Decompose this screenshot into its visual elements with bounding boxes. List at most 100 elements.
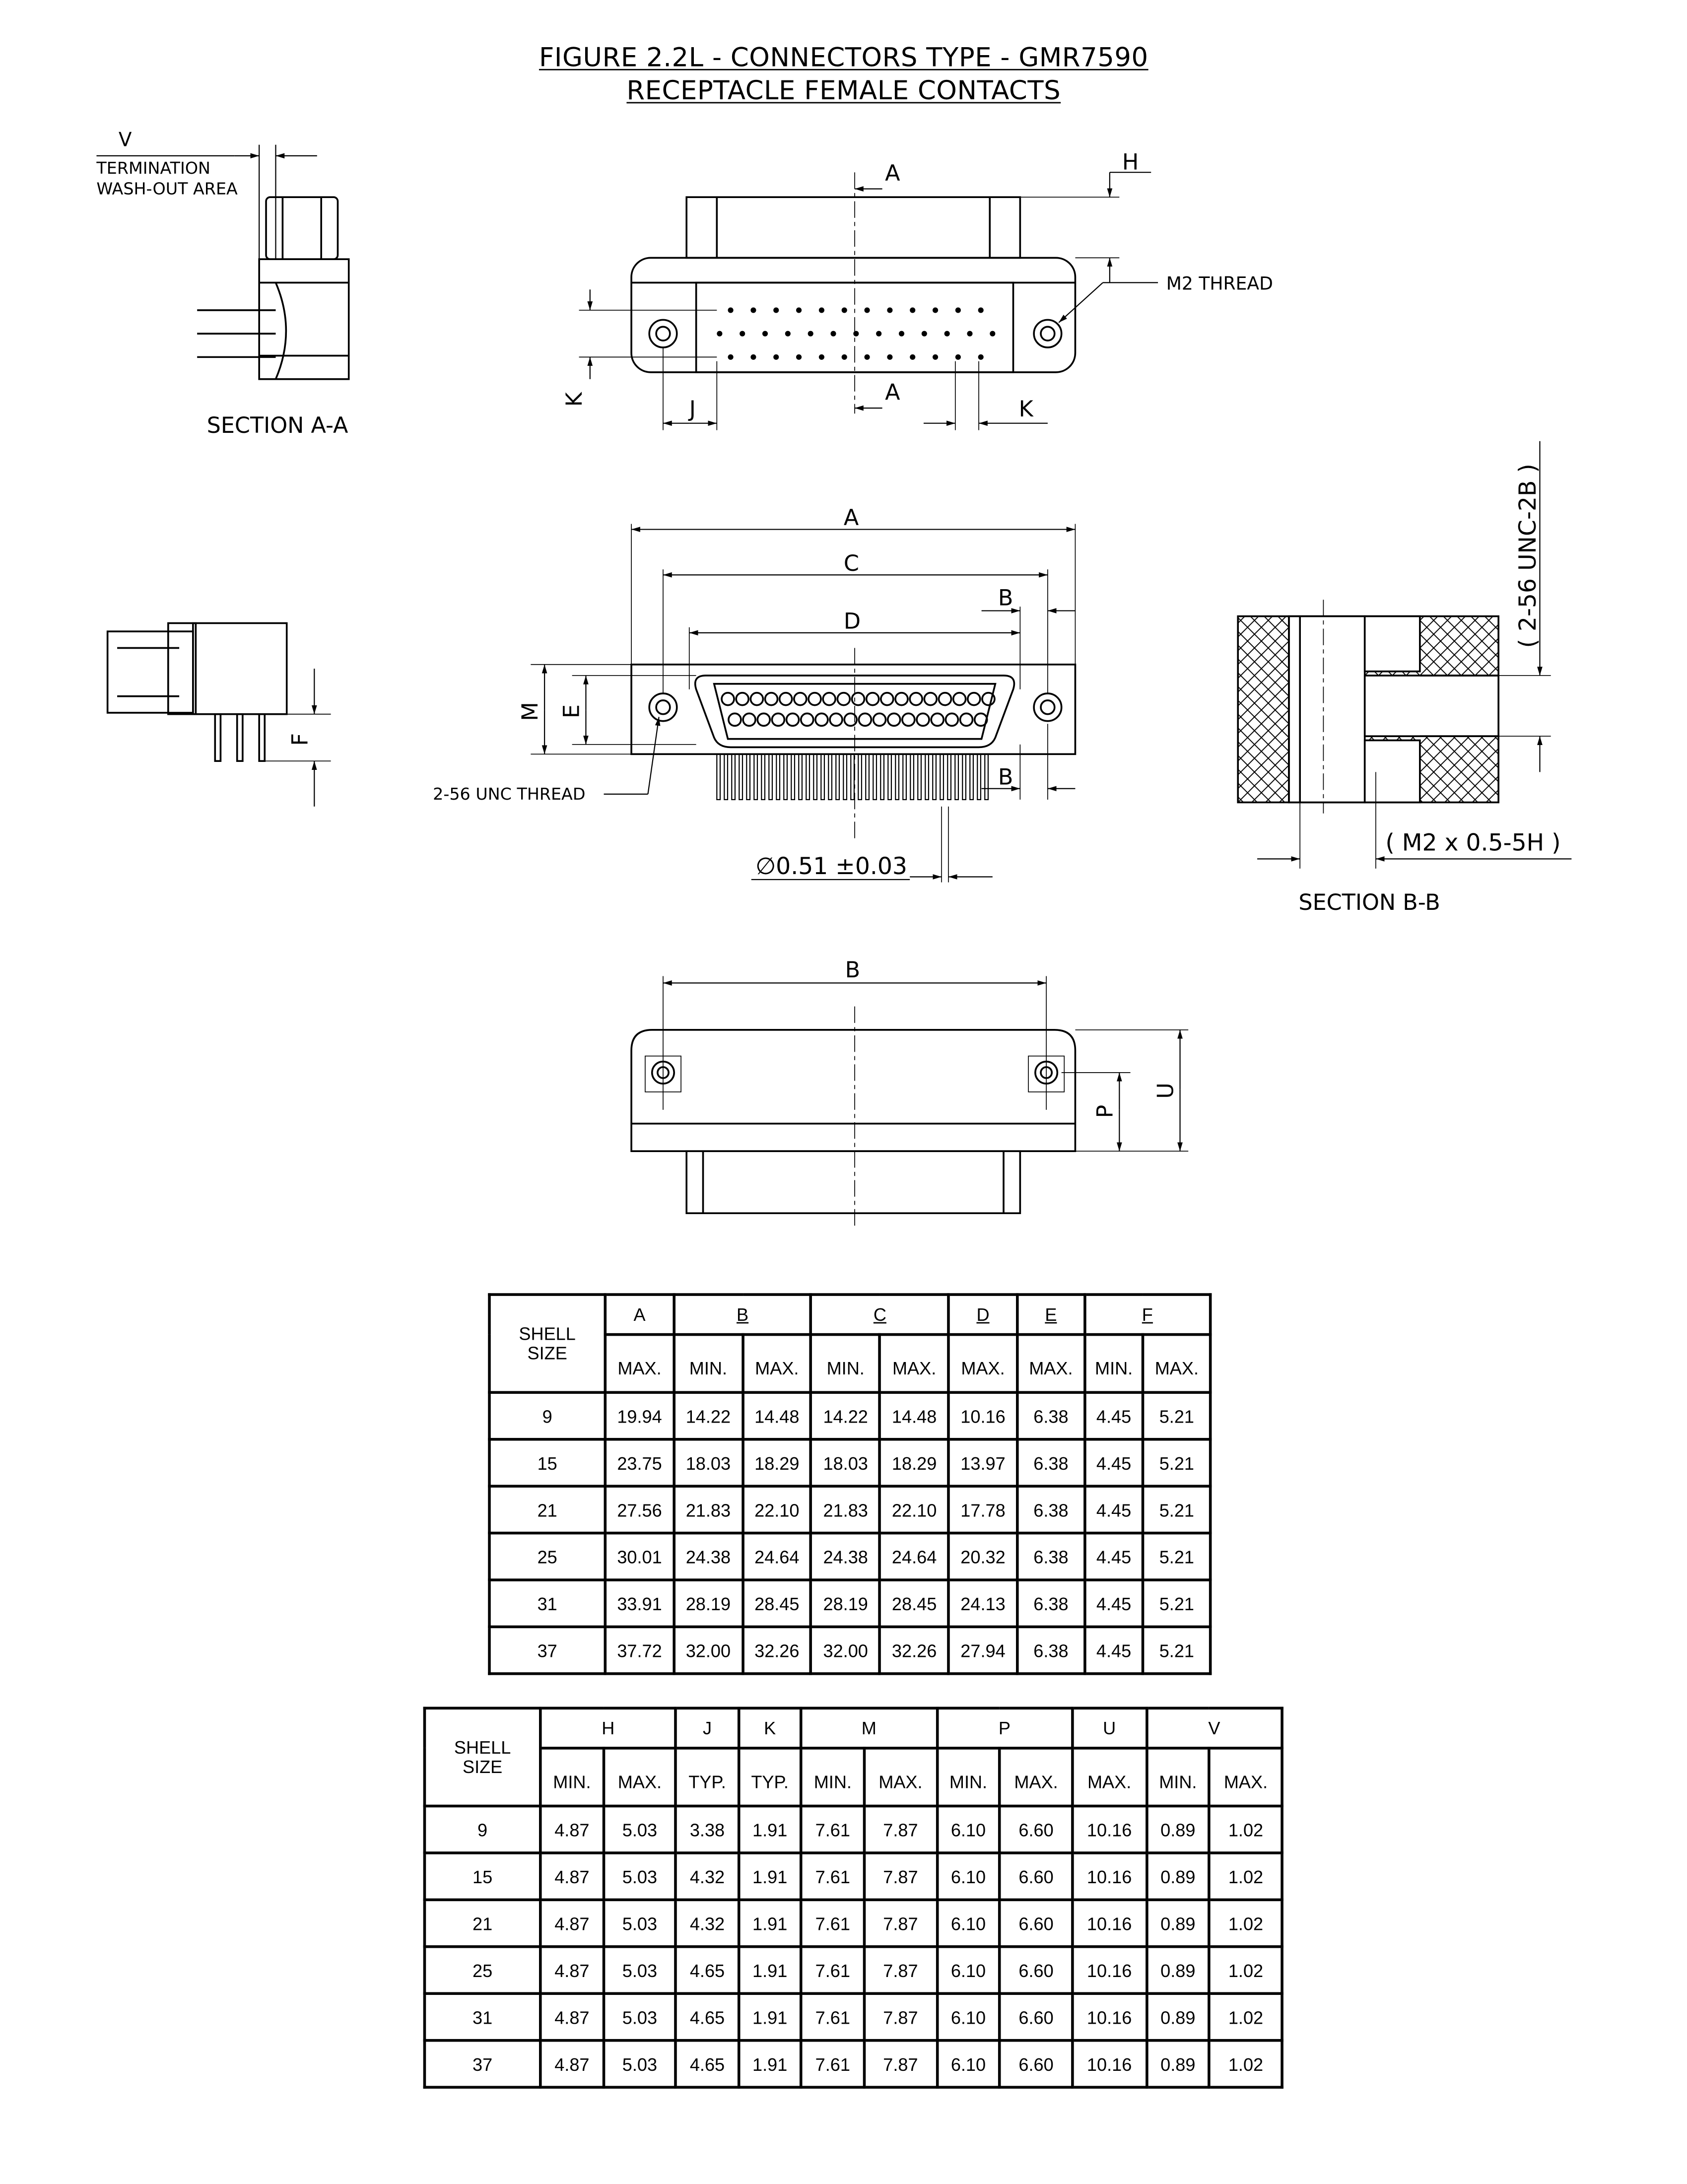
pc-tail [843, 753, 848, 801]
value-cell: 4.87 [539, 1945, 605, 1995]
contact-pin [864, 354, 870, 360]
subheader-cell: MAX. [1142, 1333, 1212, 1394]
shell-size-cell: 37 [423, 2039, 542, 2089]
pc-tail [724, 753, 729, 801]
label-dim-b-top: B [998, 585, 1013, 611]
group-header: J [675, 1706, 740, 1750]
value-cell: 6.38 [1015, 1485, 1086, 1535]
group-header-label: V [1208, 1717, 1220, 1739]
group-header: D [947, 1293, 1019, 1336]
group-header-label: C [873, 1304, 886, 1325]
value-cell: 10.16 [1071, 1804, 1148, 1854]
value-cell: 10.16 [1071, 2039, 1148, 2089]
value-cell: 7.61 [800, 1898, 866, 1948]
contact-pin [921, 331, 927, 337]
value-cell: 10.16 [1071, 1992, 1148, 2042]
shell-size-label: SIZE [462, 1756, 503, 1776]
figure-subtitle: RECEPTACLE FEMALE CONTACTS [626, 75, 1061, 106]
value-cell: 5.03 [602, 1804, 677, 1854]
contact-pin [909, 691, 923, 706]
group-header-label: E [1045, 1304, 1057, 1325]
value-cell: 1.02 [1208, 2039, 1283, 2089]
shell-size-label: SIZE [527, 1342, 567, 1363]
contact-pin [750, 354, 756, 360]
value-cell: 4.65 [675, 1945, 740, 1995]
subheader-cell: MIN. [935, 1747, 1002, 1808]
pc-tail [858, 753, 863, 801]
value-cell: 1.02 [1208, 1945, 1283, 1995]
contact-pin [872, 712, 887, 727]
subheader-row: MIN.MAX.TYP.TYP.MIN.MAX.MIN.MAX.MAX.MIN.… [424, 1747, 1283, 1808]
contact-pin [955, 354, 961, 360]
contact-pin [841, 307, 847, 313]
label-dim-p: P [1092, 1105, 1118, 1118]
label-washout-area: WASH-OUT AREA [96, 179, 238, 199]
value-cell: 1.02 [1208, 1804, 1283, 1854]
pc-tail [716, 753, 721, 801]
label-m2-thread: M2 THREAD [1166, 273, 1273, 294]
value-cell: 5.03 [602, 1898, 677, 1948]
subheader-cell: TYP. [675, 1747, 740, 1808]
subheader-cell: MIN. [1145, 1747, 1211, 1808]
group-header: U [1071, 1706, 1148, 1750]
group-header: F [1083, 1293, 1212, 1336]
shell-size-cell: 21 [423, 1898, 542, 1948]
contact-pin [923, 691, 938, 706]
pc-tail [910, 753, 915, 801]
subheader-cell: MAX. [878, 1333, 950, 1394]
value-cell: 20.32 [947, 1531, 1019, 1581]
value-cell: 13.97 [947, 1437, 1019, 1488]
value-cell: 5.21 [1142, 1391, 1212, 1441]
contact-pin [959, 712, 974, 727]
contact-pin [822, 691, 836, 706]
contact-pin [808, 331, 813, 337]
label-dim-e: E [559, 704, 585, 718]
value-cell: 18.29 [741, 1437, 813, 1488]
value-cell: 10.16 [947, 1391, 1019, 1441]
contact-pin [717, 331, 723, 337]
contact-pin [796, 354, 802, 360]
value-cell: 4.87 [539, 1851, 605, 1902]
value-cell: 7.61 [800, 1992, 866, 2042]
pc-tail [954, 753, 959, 801]
label-a-top: A [885, 161, 900, 186]
shell-size-cell: 37 [488, 1625, 607, 1675]
value-cell: 18.03 [672, 1437, 744, 1488]
value-cell: 18.03 [810, 1437, 881, 1488]
contact-pin [894, 691, 909, 706]
value-cell: 7.87 [863, 1851, 939, 1902]
label-dim-f: F [287, 733, 313, 746]
contact-pin [728, 307, 734, 313]
label-h: H [1122, 150, 1139, 175]
subheader-cell: MIN. [1083, 1333, 1145, 1394]
value-cell: 30.01 [604, 1531, 675, 1581]
shell-size-cell: 15 [423, 1851, 542, 1902]
subheader-cell: MAX. [863, 1747, 939, 1808]
value-cell: 28.19 [672, 1578, 744, 1629]
section-bb-view [1237, 441, 1572, 869]
contact-pin [796, 307, 802, 313]
contact-pin [876, 331, 882, 337]
value-cell: 17.78 [947, 1485, 1019, 1535]
group-header-label: A [633, 1304, 646, 1325]
value-cell: 24.38 [810, 1531, 881, 1581]
label-dim-m: M [518, 702, 543, 721]
pc-tail [962, 753, 967, 801]
subheader-cell: MAX. [741, 1333, 813, 1394]
pc-tail [731, 753, 736, 801]
contact-pin [793, 691, 808, 706]
contact-pin [742, 712, 756, 727]
label-pin-diameter: ∅0.51 ±0.03 [755, 853, 907, 880]
group-header-label: D [976, 1304, 990, 1325]
value-cell: 5.03 [602, 1851, 677, 1902]
value-cell: 24.38 [672, 1531, 744, 1581]
contact-pin [932, 307, 939, 313]
contact-pin [771, 712, 786, 727]
contact-pin [930, 712, 945, 727]
